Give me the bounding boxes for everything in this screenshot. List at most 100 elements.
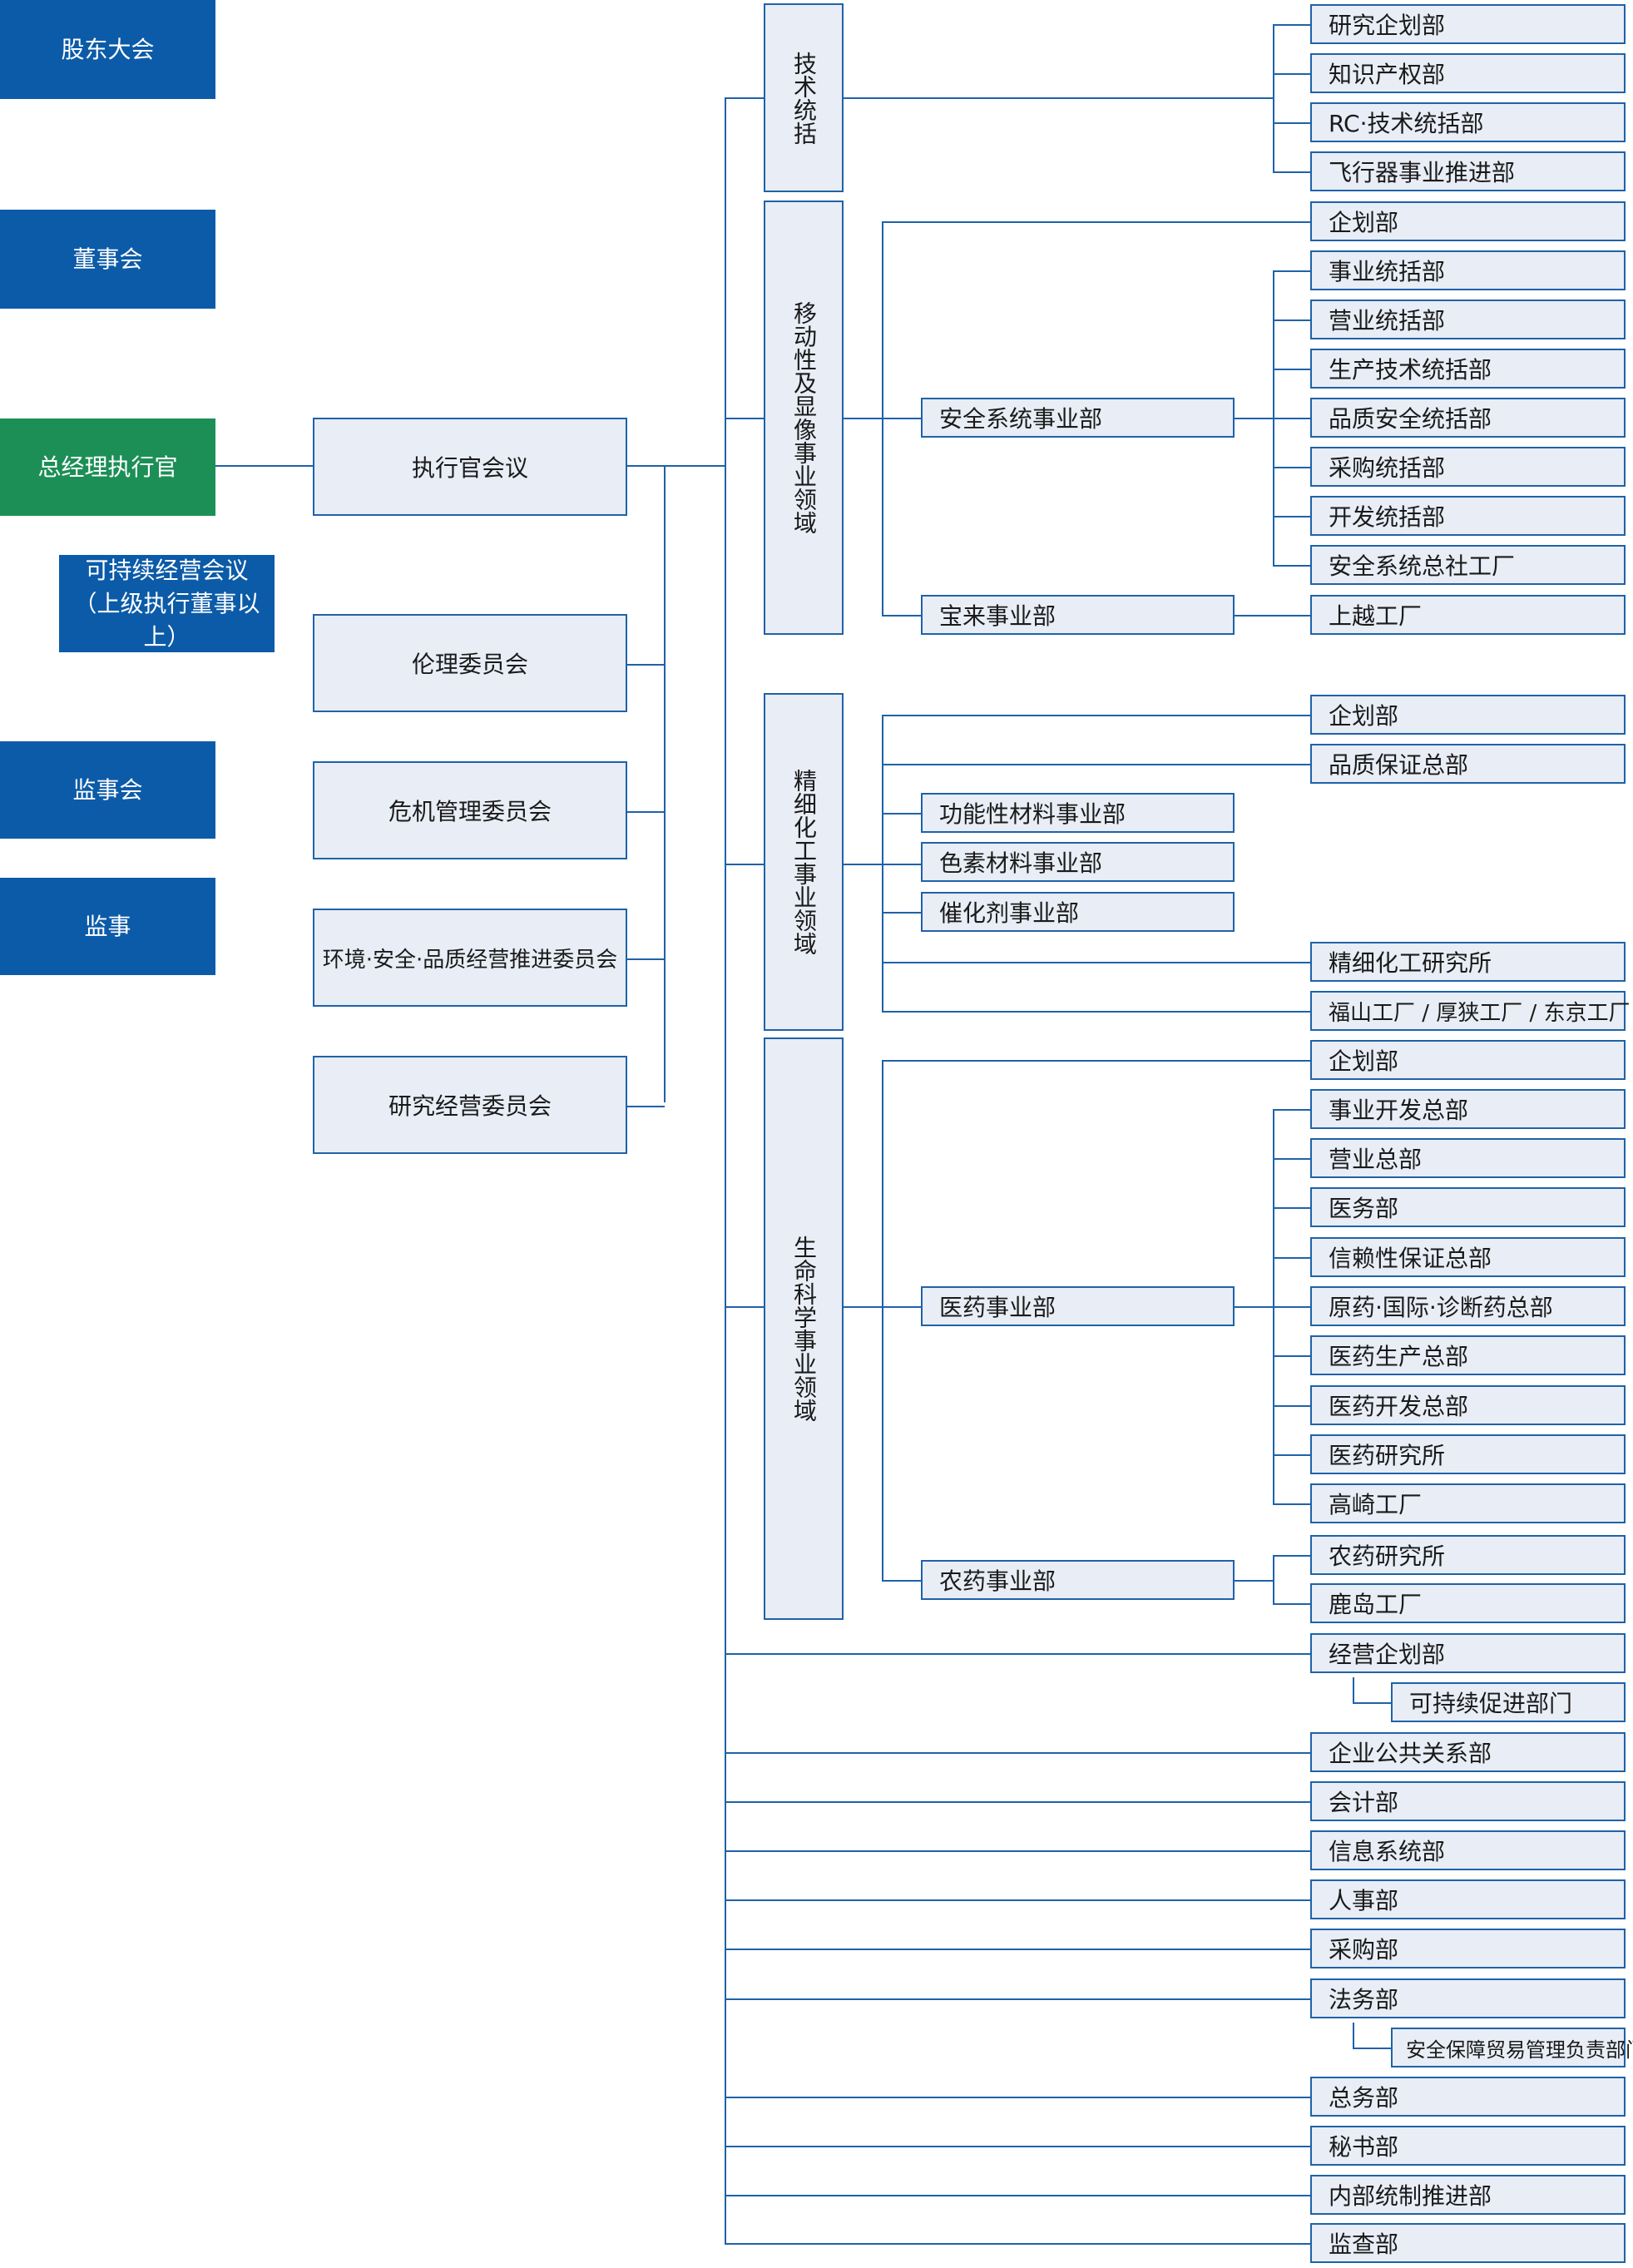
connector <box>725 2097 1312 2098</box>
auditor-box: 监事 <box>0 878 215 975</box>
connector <box>725 1653 1312 1655</box>
connector <box>842 864 925 865</box>
dept-export-control: 安全保障贸易管理负责部门 <box>1391 2028 1633 2067</box>
connector <box>725 1752 1312 1754</box>
connector <box>1353 2023 1354 2049</box>
sustainability-meeting-box: 可持续经营会议 （上级执行董事以上） <box>59 555 275 652</box>
unit-fine-plants: 福山工厂 / 厚狭工厂 / 东京工厂 <box>1310 991 1631 1031</box>
connector <box>1273 270 1312 272</box>
unit-research-planning: 研究企划部 <box>1310 4 1626 44</box>
unit-pharma-3: 医务部 <box>1310 1187 1626 1227</box>
connector <box>842 97 1274 99</box>
unit-agro-lab: 农药研究所 <box>1310 1535 1626 1575</box>
connector <box>1233 1580 1274 1582</box>
connector <box>882 1011 1312 1013</box>
unit-safety-3: 生产技术统括部 <box>1310 349 1626 389</box>
sustainability-meeting-subtitle: （上级执行董事以上） <box>73 589 260 651</box>
connector <box>725 1899 1312 1901</box>
connector <box>1353 1702 1393 1704</box>
unit-kashima-plant: 鹿岛工厂 <box>1310 1583 1626 1623</box>
connector <box>1273 565 1312 567</box>
unit-safety-7: 安全系统总社工厂 <box>1310 545 1626 585</box>
dept-hr: 人事部 <box>1310 1879 1626 1919</box>
connector <box>1273 1405 1312 1407</box>
connector <box>214 465 314 467</box>
connector <box>725 1306 764 1308</box>
connector <box>882 1060 1312 1062</box>
division-catalysts: 催化剂事业部 <box>921 892 1235 932</box>
connector <box>882 912 925 914</box>
unit-safety-4: 品质安全统括部 <box>1310 398 1626 438</box>
unit-fine-planning: 企划部 <box>1310 695 1626 735</box>
dept-info-systems: 信息系统部 <box>1310 1830 1626 1870</box>
connector <box>1273 122 1312 124</box>
unit-pharma-6: 医药生产总部 <box>1310 1335 1626 1375</box>
unit-safety-6: 开发统括部 <box>1310 496 1626 536</box>
connector <box>1233 1306 1274 1308</box>
connector <box>882 715 883 1013</box>
sustainability-meeting-title: 可持续经营会议 <box>85 556 249 584</box>
connector <box>1233 615 1312 617</box>
executive-meeting-box: 执行官会议 <box>313 418 627 516</box>
connector <box>725 1850 1312 1852</box>
board-box: 董事会 <box>0 210 215 309</box>
connector <box>626 465 725 467</box>
connector <box>1273 467 1312 468</box>
research-committee-box: 研究经营委员会 <box>313 1056 627 1154</box>
unit-safety-2: 营业统括部 <box>1310 300 1626 339</box>
division-safety-systems: 安全系统事业部 <box>921 398 1235 438</box>
unit-fine-lab: 精细化工研究所 <box>1310 942 1626 982</box>
connector <box>842 418 925 419</box>
connector <box>1273 24 1312 26</box>
unit-pharma-2: 营业总部 <box>1310 1138 1626 1178</box>
connector <box>725 1998 1312 2000</box>
unit-pharma-4: 信赖性保证总部 <box>1310 1237 1626 1277</box>
unit-safety-5: 采购统括部 <box>1310 447 1626 487</box>
unit-pharma-5: 原药·国际·诊断药总部 <box>1310 1286 1626 1326</box>
connector <box>1273 1555 1312 1557</box>
dept-general-affairs: 总务部 <box>1310 2077 1626 2117</box>
connector <box>725 864 764 865</box>
connector <box>1273 1555 1274 1604</box>
sector-fine-chemicals: 精细化工事业领域 <box>764 693 844 1031</box>
connector <box>1273 1355 1312 1357</box>
connector <box>882 221 883 617</box>
connector <box>1273 319 1312 321</box>
division-agro: 农药事业部 <box>921 1560 1235 1600</box>
division-pharma: 医药事业部 <box>921 1286 1235 1326</box>
connector <box>725 418 764 419</box>
connector <box>1273 1454 1312 1456</box>
audit-board-box: 监事会 <box>0 741 215 839</box>
dept-secretariat: 秘书部 <box>1310 2126 1626 2166</box>
connector <box>725 2243 1312 2245</box>
division-pigments: 色素材料事业部 <box>921 842 1235 882</box>
unit-fine-quality: 品质保证总部 <box>1310 744 1626 784</box>
connector <box>1273 171 1312 173</box>
connector <box>882 813 925 815</box>
connector <box>842 1306 925 1308</box>
connector <box>1273 418 1312 419</box>
connector <box>1273 1257 1312 1259</box>
connector <box>725 97 764 99</box>
connector <box>626 1106 665 1107</box>
connector <box>882 715 1312 716</box>
connector <box>725 2195 1312 2196</box>
ethics-committee-box: 伦理委员会 <box>313 614 627 712</box>
connector <box>1353 2048 1393 2049</box>
connector <box>1273 1109 1312 1111</box>
connector <box>1273 1603 1312 1605</box>
sector-life-science: 生命科学事业领域 <box>764 1037 844 1620</box>
unit-pharma-7: 医药开发总部 <box>1310 1385 1626 1425</box>
dept-legal: 法务部 <box>1310 1978 1626 2018</box>
unit-joetsu-plant: 上越工厂 <box>1310 595 1626 635</box>
dept-sustain-promo: 可持续促进部门 <box>1391 1682 1626 1722</box>
connector <box>882 962 1312 963</box>
crisis-committee-box: 危机管理委员会 <box>313 761 627 859</box>
connector <box>882 221 1312 223</box>
connector <box>1273 24 1274 172</box>
connector <box>1273 73 1312 75</box>
connector <box>1233 418 1274 419</box>
connector <box>1273 1306 1312 1308</box>
connector <box>626 811 665 813</box>
